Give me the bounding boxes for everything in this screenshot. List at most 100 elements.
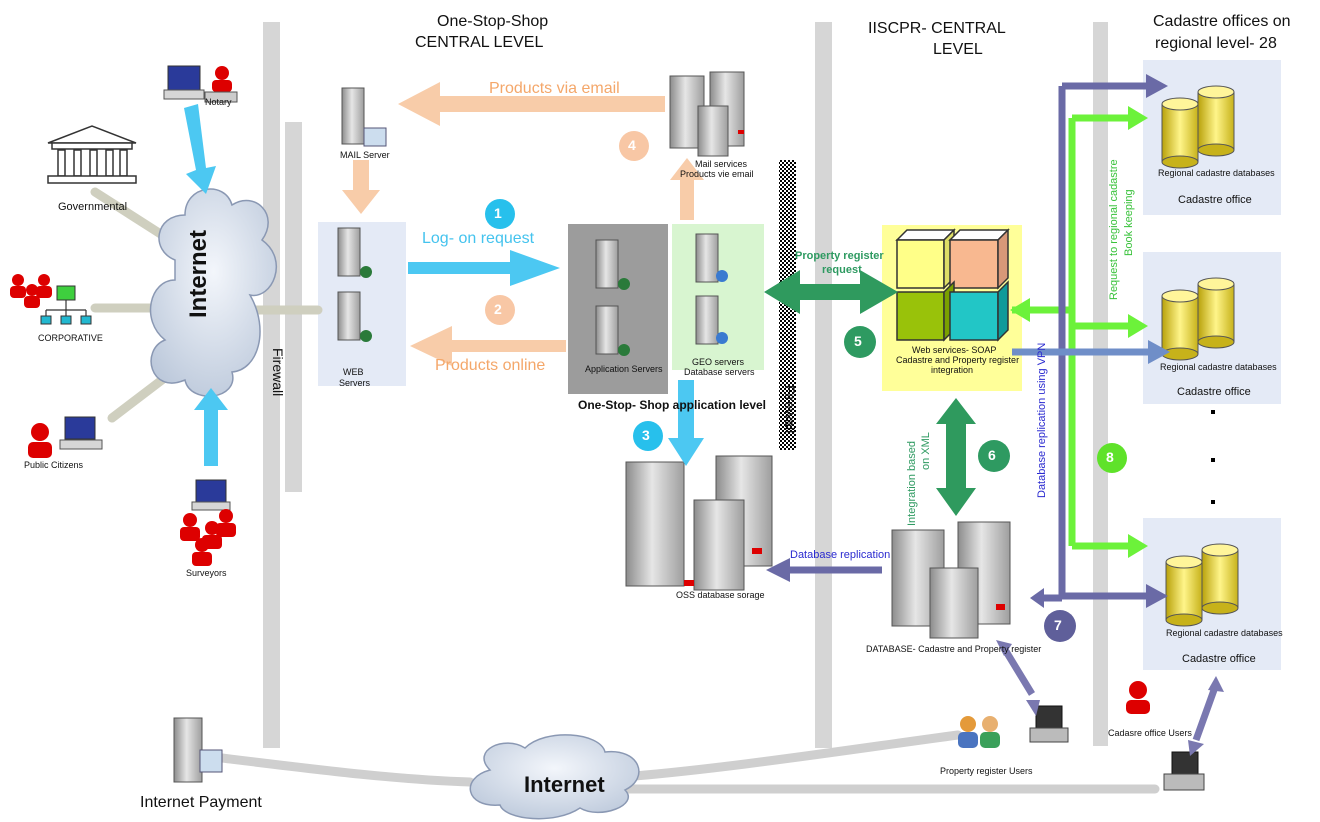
web-servers-label-2: Servers bbox=[339, 378, 371, 388]
office-1-label: Cadastre office bbox=[1178, 194, 1252, 206]
step-8-badge bbox=[1097, 443, 1127, 473]
ellipsis-dot bbox=[1211, 458, 1215, 462]
geo-to-mail-arrow bbox=[670, 158, 704, 220]
property-register-users-label: Property register Users bbox=[940, 766, 1033, 776]
web-server-icon bbox=[337, 227, 372, 342]
web-services-label-1: Web services- SOAP bbox=[912, 345, 997, 355]
web-servers-label-1: WEB bbox=[343, 367, 364, 377]
office-3-db-label: Regional cadastre databases bbox=[1166, 628, 1283, 638]
users-arrowhead-a bbox=[996, 640, 1012, 656]
purple-arrowhead-3 bbox=[1146, 584, 1168, 608]
step-4-badge bbox=[619, 131, 649, 161]
internet-cloud-bottom bbox=[469, 734, 640, 820]
step-4-number: 4 bbox=[628, 137, 636, 153]
logon-request-label: Log- on request bbox=[422, 230, 535, 247]
public-citizens-label: Public Citizens bbox=[24, 460, 84, 470]
governmental-label: Governmental bbox=[58, 201, 128, 213]
regional-db-cylinders-3-icon bbox=[1165, 543, 1239, 627]
surveyors-to-internet-arrow bbox=[194, 388, 228, 466]
db-replication-arrowhead bbox=[766, 558, 790, 582]
db-replication-label: Database replication bbox=[790, 549, 891, 561]
cadastre-office-user-icon bbox=[1126, 681, 1150, 714]
office-3-label: Cadastre office bbox=[1182, 653, 1256, 665]
users-arrowhead-b bbox=[1026, 700, 1040, 716]
mail-server-icon bbox=[341, 87, 387, 147]
geo-servers-label-2: Database servers bbox=[684, 367, 755, 377]
purple-arrowhead-db bbox=[1030, 588, 1044, 608]
mail-server-label: MAIL Server bbox=[340, 150, 390, 160]
geo-servers-label-1: GEO servers bbox=[692, 357, 745, 367]
office-users-arrowhead-b bbox=[1188, 740, 1204, 756]
internet-bottom-label: Internet bbox=[524, 772, 605, 797]
web-servers-zone bbox=[318, 222, 406, 386]
cadastre-header-line2: regional level- 28 bbox=[1155, 35, 1277, 52]
geo-server-icon bbox=[695, 233, 728, 345]
web-services-label-3: integration bbox=[931, 365, 974, 375]
step-1-badge bbox=[485, 199, 515, 229]
web-services-cubes-icon bbox=[895, 228, 1010, 342]
cadastre-database-icon bbox=[891, 521, 1011, 639]
notary-workstation-icon bbox=[163, 65, 238, 103]
lime-arrowhead-left bbox=[1010, 298, 1030, 322]
divider-bar bbox=[263, 22, 280, 748]
firewall-left-label: Firewall bbox=[270, 348, 286, 397]
notary-to-internet-arrow bbox=[184, 104, 216, 194]
surveyors-icon bbox=[180, 479, 236, 566]
integration-xml-arrow bbox=[936, 398, 976, 516]
logon-request-arrow bbox=[408, 250, 560, 286]
products-online-label: Products online bbox=[435, 357, 546, 374]
mail-services-label-1: Mail services bbox=[695, 159, 748, 169]
oss-central-header-line2: CENTRAL LEVEL bbox=[415, 34, 544, 51]
purple-arrowhead-2 bbox=[1148, 340, 1170, 364]
step-3-badge bbox=[633, 421, 663, 451]
step-6-number: 6 bbox=[988, 447, 996, 463]
mail-services-servers-icon bbox=[669, 71, 745, 157]
step-5-number: 5 bbox=[854, 333, 862, 349]
step-2-badge bbox=[485, 295, 515, 325]
oss-database-storage-icon bbox=[625, 455, 773, 591]
application-servers-label: Application Servers bbox=[585, 364, 663, 374]
regional-db-cylinders-2-icon bbox=[1161, 277, 1235, 361]
step-7-number: 7 bbox=[1054, 617, 1062, 633]
iiscpr-header-line2: LEVEL bbox=[933, 41, 983, 58]
purple-arrowhead-1 bbox=[1146, 74, 1168, 98]
step-2-number: 2 bbox=[494, 301, 502, 317]
internet-payment-label: Internet Payment bbox=[140, 794, 262, 811]
application-server-icon bbox=[595, 239, 630, 356]
cadastre-office-workstation-icon bbox=[1163, 751, 1205, 791]
oss-central-header-line1: One-Stop-Shop bbox=[437, 13, 549, 30]
corporative-label: CORPORATIVE bbox=[38, 333, 103, 343]
integration-xml-label-1: Integration based bbox=[906, 440, 918, 526]
step-3-number: 3 bbox=[642, 427, 650, 443]
integration-xml-label-2: on XML bbox=[920, 432, 932, 470]
db-replication-vpn-label: Database replication using VPN bbox=[1036, 342, 1048, 498]
web-services-label-2: Cadastre and Property register bbox=[896, 355, 1020, 365]
products-email-label: Products via email bbox=[489, 80, 620, 97]
step-8-number: 8 bbox=[1106, 449, 1114, 465]
lime-arrowhead-2 bbox=[1128, 314, 1148, 338]
oss-app-level-label: One-Stop- Shop application level bbox=[578, 398, 767, 412]
step-1-number: 1 bbox=[494, 205, 502, 221]
office-2-db-label: Regional cadastre databases bbox=[1160, 362, 1277, 372]
property-request-label-1: Property register bbox=[795, 250, 884, 262]
products-online-arrow bbox=[410, 326, 566, 366]
internet-top-label: Internet bbox=[185, 229, 212, 318]
step-6-badge bbox=[978, 440, 1010, 472]
office-2-label: Cadastre office bbox=[1177, 386, 1251, 398]
public-citizen-icon bbox=[28, 416, 103, 458]
database-label: DATABASE- Cadastre and Property register bbox=[866, 644, 1042, 654]
internet-cloud-top bbox=[149, 188, 278, 397]
property-request-arrow bbox=[764, 270, 898, 314]
property-request-label-2: request bbox=[822, 264, 862, 276]
lime-arrowhead-3 bbox=[1128, 534, 1148, 558]
firewall-mid-label: Firewall bbox=[782, 385, 798, 434]
oss-db-label: OSS database sorage bbox=[676, 590, 765, 600]
step-badges bbox=[485, 131, 1127, 642]
office-1-db-label: Regional cadastre databases bbox=[1158, 168, 1275, 178]
request-regional-label-2: Book keeping bbox=[1123, 189, 1135, 256]
ellipsis-dot bbox=[1211, 410, 1215, 414]
office-users-arrowhead-a bbox=[1208, 676, 1224, 692]
cadastre-header-line1: Cadastre offices on bbox=[1153, 13, 1291, 30]
internet-payment-server-icon bbox=[173, 717, 223, 783]
